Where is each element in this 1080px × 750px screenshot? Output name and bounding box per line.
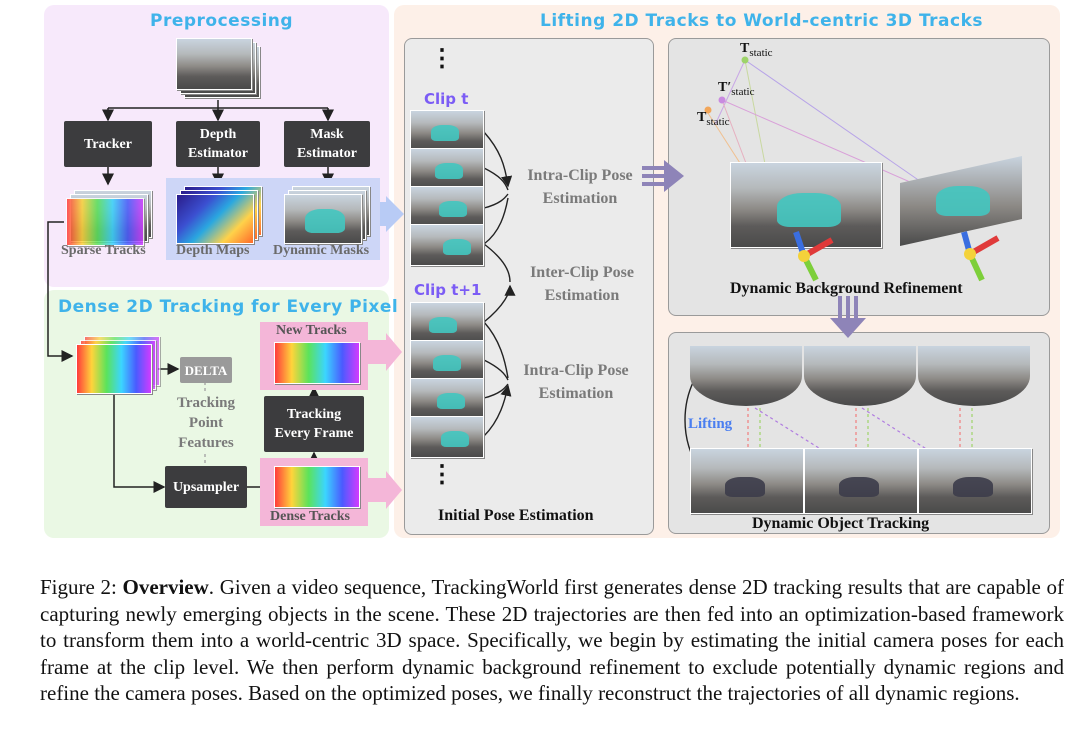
dynamic-mask-image [284, 194, 362, 244]
tracking-every-frame-box: Tracking Every Frame [264, 396, 364, 452]
t-static-top: Tstatic [740, 41, 773, 59]
clip-frame [410, 378, 484, 420]
delta-box: DELTA [180, 357, 232, 383]
t-static-mid: T′static [718, 80, 755, 98]
new-tracks-image [274, 342, 360, 384]
intra-clip-label-2: Intra-Clip Pose Estimation [523, 362, 629, 402]
clip-frame [410, 340, 484, 382]
upsampler-box: Upsampler [165, 466, 247, 508]
intra-clip-label-1: Intra-Clip Pose Estimation [527, 167, 633, 207]
clip-frame [410, 416, 484, 458]
car [429, 317, 457, 333]
clip-frame [410, 110, 484, 152]
depth-estimator-box: Depth Estimator [176, 121, 260, 167]
car [953, 477, 993, 497]
t-static-low-sub: static [706, 115, 730, 128]
obj-scene-bottom-2 [804, 448, 918, 514]
dense-tracks-image [274, 466, 360, 508]
clip-frame [410, 224, 484, 266]
caption-text: . Given a video sequence, TrackingWorld … [40, 575, 1065, 705]
figure-caption: Figure 2: Overview. Given a video sequen… [40, 574, 1064, 707]
obj-scene-top-1 [690, 346, 802, 406]
car-mesh [936, 186, 990, 216]
car [443, 239, 471, 255]
depth-map-image [176, 194, 254, 244]
mask-estimator-box: Mask Estimator [284, 121, 370, 167]
inter-clip-label: Inter-Clip Pose Estimation [530, 264, 634, 304]
car [437, 393, 465, 409]
car [725, 477, 765, 497]
input-video-frame [176, 38, 252, 90]
dynamic-masks-label: Dynamic Masks [273, 243, 370, 258]
clip-frame [410, 148, 484, 190]
obj-scene-top-3 [918, 346, 1030, 406]
preprocessing-title: Preprocessing [150, 11, 294, 31]
clip-frame [410, 302, 484, 344]
car [431, 125, 459, 141]
obj-scene-bottom-1 [690, 448, 804, 514]
lifting-title: Lifting 2D Tracks to World-centric 3D Tr… [540, 11, 984, 31]
t-static-top-sub: static [749, 46, 773, 59]
ellipsis-bottom: ⋮ [430, 462, 454, 488]
sparse-tracks-label: Sparse Tracks [61, 243, 146, 258]
car-mesh [777, 193, 841, 227]
clip-t1-label: Clip t+1 [414, 281, 482, 299]
t-static-low-letter: T [697, 110, 707, 125]
obj-scene-top-2 [804, 346, 916, 406]
clip-frame [410, 186, 484, 228]
depth-maps-label: Depth Maps [176, 243, 250, 258]
t-static-top-letter: T [740, 41, 750, 56]
car [435, 163, 463, 179]
t-static-mid-letter: T′ [718, 80, 732, 95]
ellipsis-top: ⋮ [430, 46, 454, 72]
car-mask [305, 209, 345, 233]
sparse-tracks-image [66, 198, 144, 246]
dense-tracking-title: Dense 2D Tracking for Every Pixel [58, 297, 399, 317]
t-static-low: Tstatic [697, 110, 730, 128]
car [839, 477, 879, 497]
dense-input-frame [76, 344, 152, 394]
clip-t-label: Clip t [424, 90, 469, 108]
dynamic-obj-title: Dynamic Object Tracking [752, 515, 930, 532]
camera-axes-1 [793, 231, 834, 282]
obj-scene-bottom-3 [918, 448, 1032, 514]
camera-axes-2 [961, 231, 1000, 282]
caption-bold: Overview [122, 575, 209, 599]
dense-tracks-label: Dense Tracks [270, 509, 350, 524]
t-static-mid-sub: static [731, 85, 755, 98]
dynamic-bg-title: Dynamic Background Refinement [730, 280, 963, 297]
tracker-box: Tracker [64, 121, 152, 167]
tracking-point-features-label: Tracking Point Features [166, 393, 246, 453]
car [433, 355, 461, 371]
car [441, 431, 469, 447]
new-tracks-label: New Tracks [276, 323, 347, 338]
caption-label: Figure 2: [40, 575, 117, 599]
initial-pose-title: Initial Pose Estimation [438, 507, 594, 524]
lifting-label: Lifting [688, 416, 733, 432]
car [439, 201, 467, 217]
bg-refinement-scene-1 [730, 162, 882, 248]
